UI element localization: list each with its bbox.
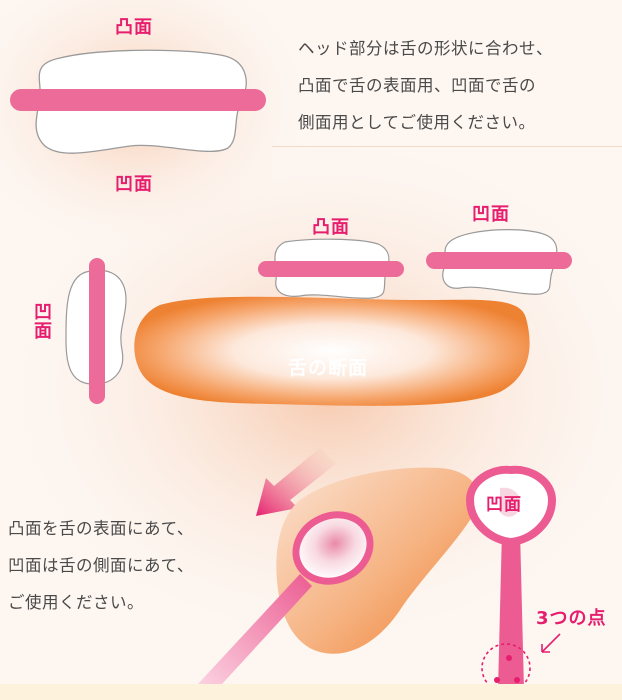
middle-concave-label-left: 凹面: [31, 302, 52, 340]
direction-arrow: [256, 448, 336, 516]
bottom-concave-label: 凹面: [486, 495, 522, 515]
cross-section-label: 舌の断面: [288, 357, 369, 379]
bottom-strip: [0, 684, 622, 700]
bottom-instruction-line: ご使用ください。: [8, 593, 144, 612]
tongue-cross-section: [134, 296, 530, 406]
top-description-line: 凸面で舌の表面用、凹面で舌の: [298, 76, 536, 95]
cleaner-head-in-use: [292, 511, 374, 585]
cleaner-handle-vertical: [498, 530, 524, 690]
three-dots-pointer: [541, 633, 561, 653]
cleaner-head-shine: [500, 487, 521, 517]
pink-bar-middle-convex: [258, 261, 404, 277]
middle-concave-label-right: 凹面: [472, 204, 510, 225]
dot: [506, 655, 512, 661]
dot: [514, 677, 520, 683]
bottom-instruction-line: 凸面を舌の表面にあて、: [8, 519, 194, 538]
three-dots-label: 3つの点: [536, 608, 607, 629]
pink-bar-middle-side: [89, 258, 105, 404]
bottom-instruction-line: 凹面は舌の側面にあて、: [8, 556, 194, 575]
section-divider: [272, 146, 622, 147]
dot: [494, 677, 500, 683]
top-description-line: ヘッド部分は舌の形状に合わせ、: [298, 39, 553, 58]
top-description-line: 側面用としてご使用ください。: [298, 113, 536, 132]
cleaner-handle-diagonal: [198, 574, 312, 684]
middle-convex-label: 凸面: [312, 217, 350, 238]
pink-bar-top: [10, 89, 266, 111]
bottom-instructions: 凸面を舌の表面にあて、 凹面は舌の側面にあて、 ご使用ください。: [8, 510, 194, 621]
top-concave-label: 凹面: [115, 174, 153, 195]
top-description: ヘッド部分は舌の形状に合わせ、 凸面で舌の表面用、凹面で舌の 側面用としてご使用…: [298, 30, 553, 141]
pink-bar-middle-concave: [426, 252, 572, 269]
top-convex-label: 凸面: [115, 17, 153, 38]
